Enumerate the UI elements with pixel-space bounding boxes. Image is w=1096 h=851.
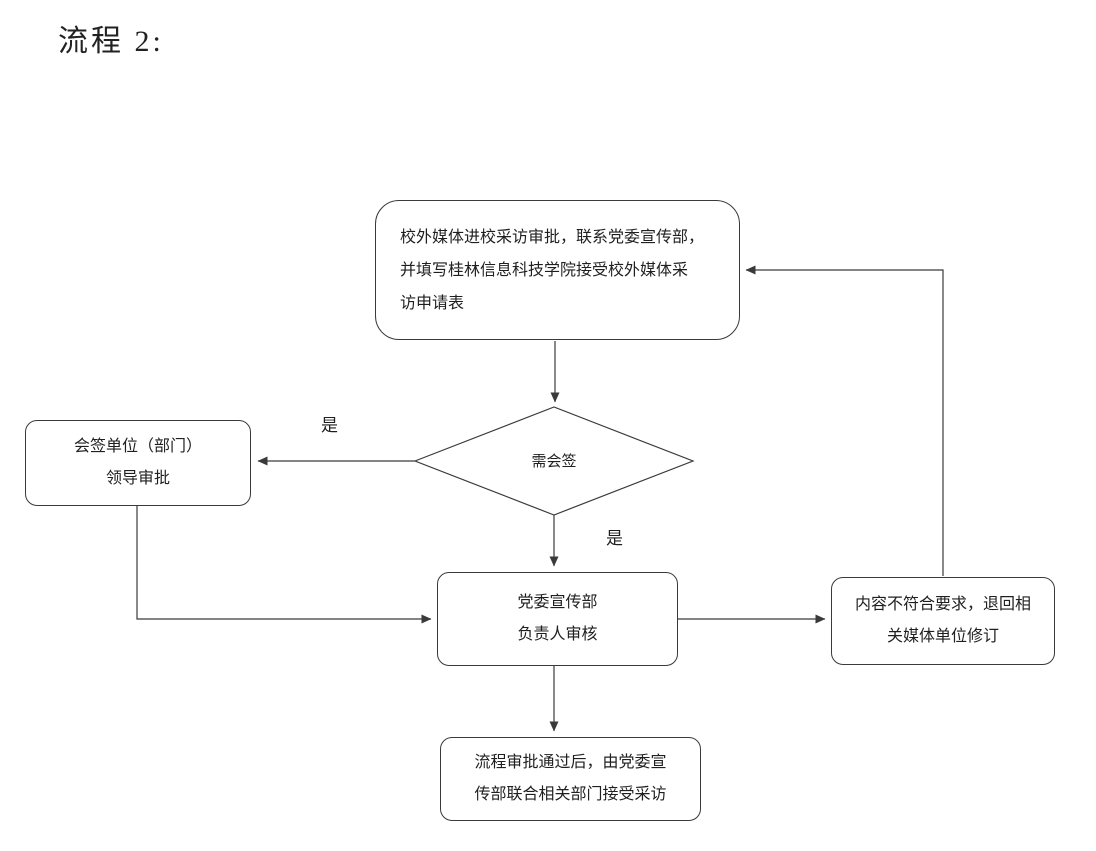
- node-reject-line2: 关媒体单位修订: [886, 628, 999, 645]
- node-review-line2: 负责人审核: [517, 626, 598, 643]
- node-countersign: 会签单位（部门） 领导审批: [25, 420, 251, 506]
- branch-label-direct: 是: [606, 529, 623, 548]
- connector-reject-to-start: [745, 265, 944, 576]
- node-countersign-line2: 领导审批: [105, 470, 170, 487]
- node-final-line2: 传部联合相关部门接受采访: [474, 786, 667, 803]
- node-review-line1: 党委宣传部: [517, 594, 598, 611]
- decision-diamond: [413, 406, 695, 516]
- node-reject-line1: 内容不符合要求，退回相: [854, 596, 1031, 613]
- node-start: 校外媒体进校采访审批，联系党委宣传部， 并填写桂林信息科技学院接受校外媒体采 访…: [375, 200, 740, 340]
- node-start-line1: 校外媒体进校采访审批，联系党委宣传部，: [400, 228, 705, 246]
- page-title: 流程 2:: [58, 25, 164, 58]
- branch-label-countersign: 是: [321, 416, 338, 435]
- node-final: 流程审批通过后，由党委宣 传部联合相关部门接受采访: [440, 737, 701, 821]
- node-reject: 内容不符合要求，退回相 关媒体单位修订: [831, 577, 1055, 665]
- connector-countersign-to-review: [136, 506, 432, 624]
- node-start-line3: 访申请表: [400, 294, 465, 312]
- node-countersign-line1: 会签单位（部门）: [73, 438, 202, 455]
- decision-label: 需会签: [531, 453, 576, 470]
- node-start-line2: 并填写桂林信息科技学院接受校外媒体采: [400, 261, 689, 279]
- node-review: 党委宣传部 负责人审核: [437, 572, 678, 666]
- node-final-line1: 流程审批通过后，由党委宣: [474, 754, 667, 771]
